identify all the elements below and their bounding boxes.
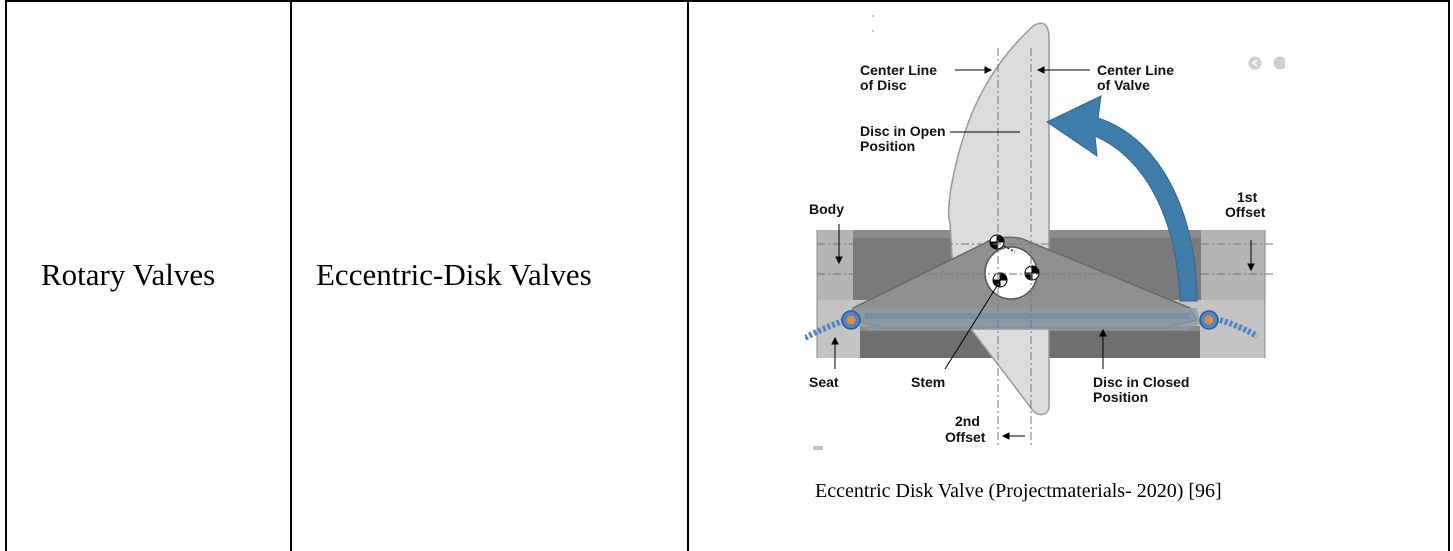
table-border-top [5, 0, 1450, 2]
label-seat: Seat [809, 374, 839, 390]
carousel-dots-icon [1248, 56, 1285, 70]
label-disc-closed: Disc in Closed [1093, 374, 1189, 390]
svg-text:of Valve: of Valve [1097, 77, 1150, 93]
label-first-offset: 1st [1237, 189, 1258, 205]
seat-right-icon [1199, 310, 1259, 339]
svg-text:Offset: Offset [1225, 204, 1266, 220]
label-disc-open: Disc in Open [860, 123, 946, 139]
table-border-right [1448, 0, 1450, 551]
column-divider-2 [687, 0, 689, 551]
svg-text:Position: Position [860, 138, 915, 154]
table-border-left [5, 0, 7, 551]
seat-left-icon [805, 310, 861, 341]
label-center-line-disc: Center Line [860, 62, 937, 78]
svg-text:of Disc: of Disc [860, 77, 907, 93]
label-center-line-valve: Center Line [1097, 62, 1174, 78]
label-stem: Stem [911, 374, 945, 390]
column-divider-1 [290, 0, 292, 551]
rotation-arrow-icon [1046, 95, 1198, 302]
label-body: Body [809, 201, 844, 217]
label-second-offset: 2nd [955, 413, 980, 429]
cell-rotary-valves: Rotary Valves [41, 257, 216, 292]
svg-text:Position: Position [1093, 389, 1148, 405]
eccentric-disk-valve-diagram: Center Line of Disc Center Line of Valve… [805, 15, 1285, 450]
figure-caption: Eccentric Disk Valve (Projectmaterials- … [815, 480, 1222, 502]
svg-text:Offset: Offset [945, 429, 986, 445]
cell-eccentric-disk-valves: Eccentric-Disk Valves [316, 257, 592, 292]
